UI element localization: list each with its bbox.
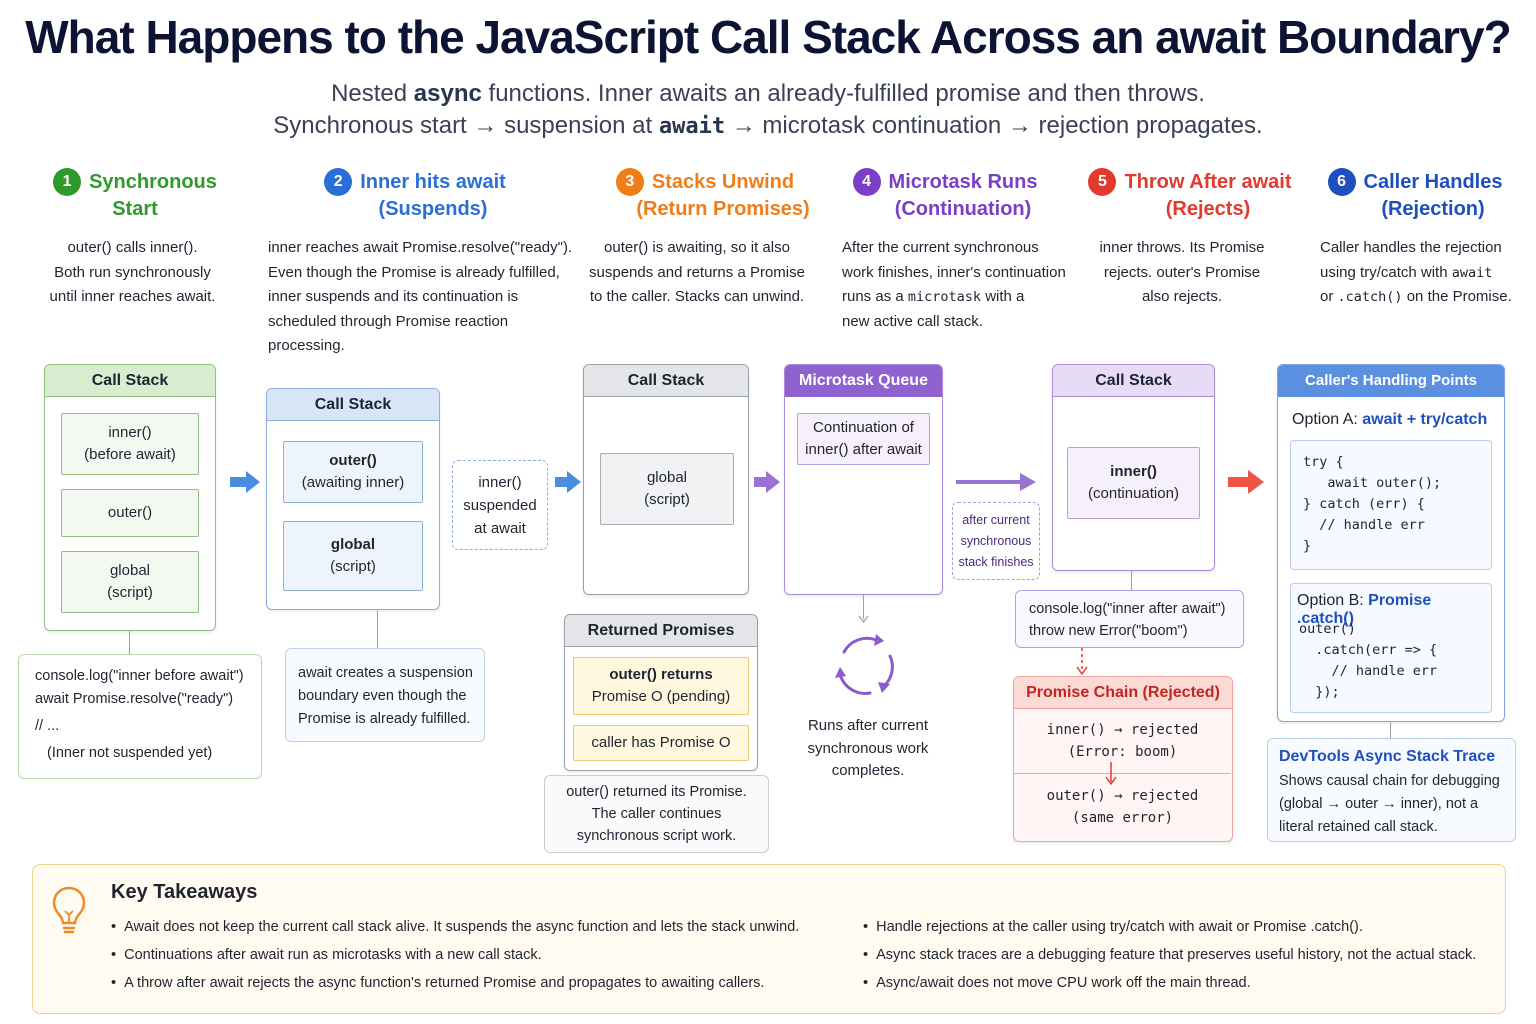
step-2-call-stack-panel: Call Stack outer()(awaiting inner) globa… (266, 388, 440, 610)
event-loop-cycle-icon (835, 634, 894, 695)
call-stack-title: Call Stack (45, 365, 215, 397)
purple-long-arrow-icon (956, 473, 1036, 491)
outer-rejected-entry: outer() → rejected(same error) (1046, 788, 1199, 826)
connector-line (1131, 571, 1132, 591)
red-arrow-icon (1228, 470, 1264, 494)
connector-line (129, 631, 130, 655)
takeaway-item: • Await does not keep the current call s… (111, 919, 800, 935)
caller-handling-title: Caller's Handling Points (1278, 365, 1504, 397)
step-5-description: inner throws. Its Promise rejects. outer… (1099, 239, 1265, 305)
microtask-queue-title: Microtask Queue (785, 365, 942, 397)
call-stack-title: Call Stack (584, 365, 748, 397)
devtools-async-trace-note: DevTools Async Stack Trace Shows causal … (1267, 738, 1516, 842)
takeaway-item: • Handle rejections at the caller using … (863, 919, 1363, 935)
caller-has-promise-o: caller has Promise O (573, 725, 749, 761)
step-3-number-badge: 3 (615, 168, 644, 196)
step-6-number-badge: 6 (1327, 168, 1356, 196)
stack-frame-inner-continuation: inner()(continuation) (1067, 447, 1200, 519)
down-arrowhead-icon (858, 615, 869, 623)
stack-frame-global: global(script) (61, 551, 199, 613)
step-4-number-badge: 4 (852, 168, 881, 196)
connector-line (377, 610, 378, 648)
red-down-arrow-icon (1105, 762, 1117, 786)
stack-frame-outer: outer() (61, 489, 199, 537)
connector-line (863, 595, 864, 619)
step-2-number-badge: 2 (324, 168, 353, 196)
step-1-description: outer() calls inner().Both run synchrono… (49, 239, 216, 305)
step-1-code-note: console.log("inner before await")await P… (18, 654, 262, 779)
takeaway-item: • Async stack traces are a debugging fea… (863, 947, 1477, 963)
returned-promises-title: Returned Promises (565, 615, 757, 647)
page-title: What Happens to the JavaScript Call Stac… (25, 11, 1511, 63)
blue-arrow-icon (230, 471, 260, 493)
option-b-label: Option B: Promise .catch() (1297, 592, 1432, 627)
lightbulb-icon (52, 886, 86, 934)
promise-chain-rejected-panel: Promise Chain (Rejected) inner() → rejec… (1013, 676, 1233, 842)
option-a-code: try { await outer(); } catch (err) { // … (1303, 454, 1442, 554)
caller-handling-panel: Caller's Handling Points Option A: await… (1277, 364, 1505, 722)
chain-divider (1014, 773, 1231, 774)
red-dashed-arrow-icon (1076, 648, 1088, 676)
step-1-number-badge: 1 (53, 168, 82, 196)
call-stack-title: Call Stack (1053, 365, 1214, 397)
takeaway-item: • A throw after await rejects the async … (111, 975, 765, 991)
step-1-call-stack-panel: Call Stack inner()(before await) outer()… (44, 364, 216, 631)
stack-frame-global: global(script) (283, 521, 423, 591)
takeaway-item: • Async/await does not move CPU work off… (863, 975, 1251, 991)
stack-frame-global: global(script) (600, 453, 734, 525)
option-b-code: outer() .catch(err => { // handle err })… (1299, 621, 1438, 700)
step-5-number-badge: 5 (1088, 168, 1117, 196)
step-3-call-stack-panel: Call Stack global(script) (583, 364, 749, 595)
takeaway-item: • Continuations after await run as micro… (111, 947, 542, 963)
step-3-note: outer() returned its Promise.The caller … (544, 775, 769, 853)
step-5-call-stack-panel: Call Stack inner()(continuation) (1052, 364, 1215, 571)
call-stack-title: Call Stack (267, 389, 439, 421)
option-b-box: Option B: Promise .catch() outer() .catc… (1290, 583, 1492, 713)
key-takeaways-box: Key Takeaways • Await does not keep the … (32, 864, 1506, 1014)
stack-frame-outer-awaiting: outer()(awaiting inner) (283, 441, 423, 503)
connector-line (1390, 722, 1391, 738)
devtools-title: DevTools Async Stack Trace (1279, 748, 1496, 765)
subtitle-line-1: Nested async functions. Inner awaits an … (331, 80, 1205, 107)
step-2-description: inner reaches await Promise.resolve("rea… (268, 239, 573, 354)
option-a-code-box: try { await outer(); } catch (err) { // … (1290, 440, 1492, 570)
option-a-label: Option A: await + try/catch (1292, 411, 1488, 428)
promise-chain-title: Promise Chain (Rejected) (1014, 677, 1232, 709)
stack-frame-inner: inner()(before await) (61, 413, 199, 475)
takeaways-left-list: • Await does not keep the current call s… (111, 913, 841, 997)
key-takeaways-title: Key Takeaways (111, 881, 258, 903)
step-6-description: Caller handles the rejection using try/c… (1320, 239, 1512, 305)
purple-arrow-icon (754, 471, 780, 493)
throw-code-note: console.log("inner after await")throw ne… (1015, 590, 1244, 648)
inner-rejected-entry: inner() → rejected(Error: boom) (1046, 722, 1199, 760)
subtitle-line-2: Synchronous start → suspension at await … (273, 112, 1263, 139)
takeaways-right-list: • Handle rejections at the caller using … (863, 913, 1493, 997)
blue-arrow-icon (555, 471, 581, 493)
